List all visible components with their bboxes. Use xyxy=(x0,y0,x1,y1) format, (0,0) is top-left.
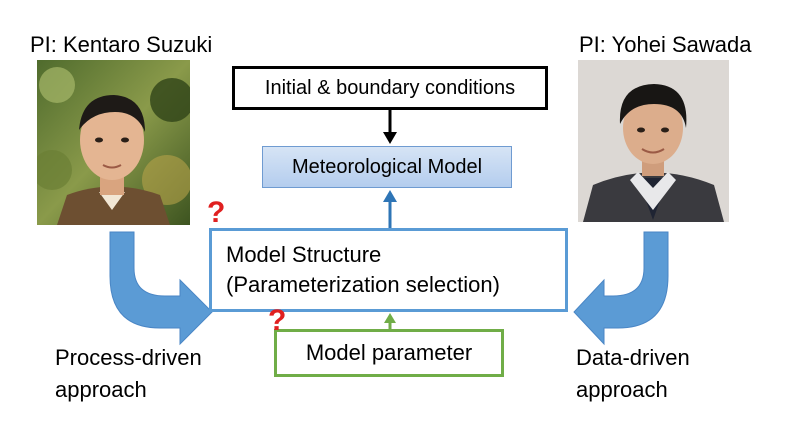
initial-conditions-box: Initial & boundary conditions xyxy=(232,66,548,110)
pi-left-photo xyxy=(37,60,190,225)
data-driven-line2: approach xyxy=(576,377,668,402)
model-structure-title: Model Structure xyxy=(226,242,382,267)
meteorological-model-box: Meteorological Model xyxy=(262,146,512,188)
process-driven-text: Process-driven approach xyxy=(55,342,202,406)
meteorological-model-label: Meteorological Model xyxy=(291,155,483,178)
data-driven-arrow xyxy=(573,231,669,346)
pi-right-label: PI: Yohei Sawada xyxy=(579,32,752,57)
process-driven-arrow xyxy=(109,231,213,346)
model-parameter-box: Model parameter xyxy=(274,329,504,377)
model-structure-subtitle: (Parameterization selection) xyxy=(226,272,500,297)
model-structure-box: Model Structure (Parameterization select… xyxy=(209,228,568,312)
arrow-parameter-to-structure xyxy=(384,313,396,329)
arrow-initial-to-model xyxy=(383,110,397,144)
pi-right-photo xyxy=(578,60,729,222)
arrow-structure-to-model xyxy=(383,190,397,228)
question-mark-structure: ? xyxy=(207,196,226,229)
data-driven-text: Data-driven approach xyxy=(576,342,690,406)
data-driven-line1: Data-driven xyxy=(576,345,690,370)
model-parameter-label: Model parameter xyxy=(305,340,473,365)
question-mark-parameter: ? xyxy=(268,304,287,337)
initial-conditions-label: Initial & boundary conditions xyxy=(264,76,516,99)
pi-left-label: PI: Kentaro Suzuki xyxy=(30,32,213,57)
process-driven-line2: approach xyxy=(55,377,147,402)
process-driven-line1: Process-driven xyxy=(55,345,202,370)
